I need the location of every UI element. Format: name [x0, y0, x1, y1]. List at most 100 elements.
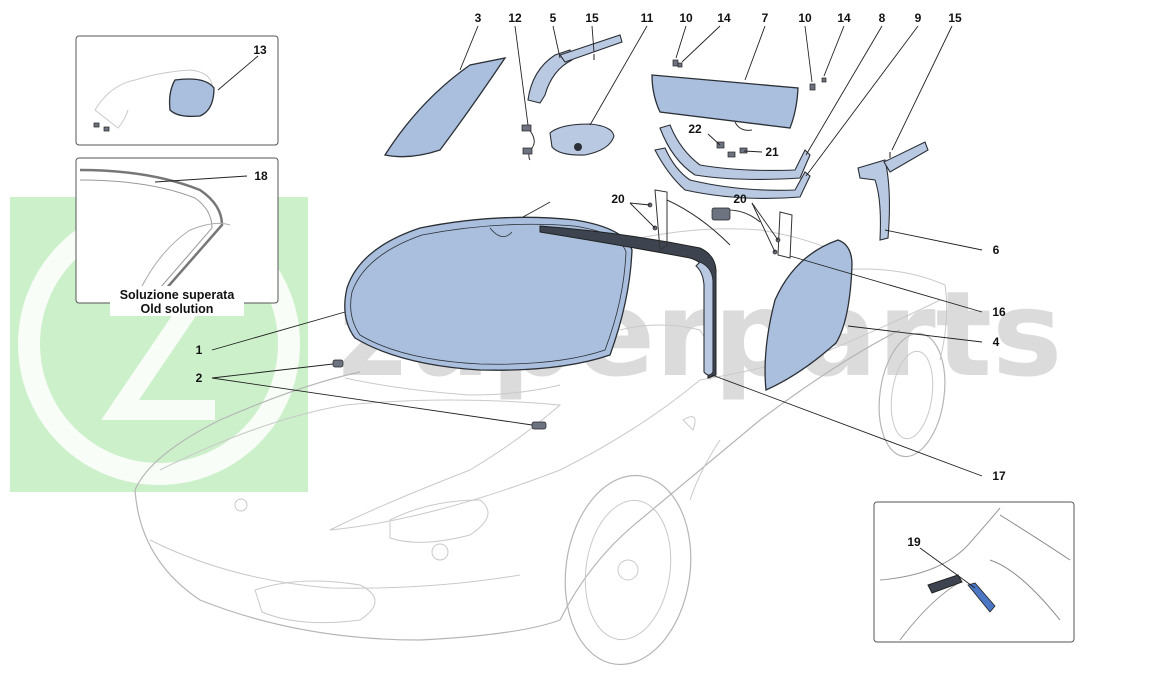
inset-old-solution: Soluzione superata Old solution: [75, 157, 279, 316]
harness-plug-top: [521, 124, 532, 132]
leader-9: [805, 25, 919, 177]
callout-12: 12: [508, 11, 522, 25]
inset-19-bracket: [927, 574, 963, 594]
callout-17: 17: [992, 469, 1006, 483]
a-pillar-seal: [539, 225, 717, 379]
car-cowl: [344, 377, 561, 396]
rear-screen-glass: [651, 74, 799, 129]
a-pillar-trim: [539, 225, 717, 379]
dash-sensors: [332, 359, 547, 430]
leader-20b-2: [751, 202, 776, 253]
inset-mirror-base: [94, 109, 129, 129]
pillar-trim-left: [527, 34, 623, 104]
leader-10a: [675, 25, 687, 59]
leader-7: [744, 25, 766, 81]
bolt-10-left: [672, 59, 679, 67]
inset-19-pillar-line: [899, 581, 961, 641]
regulator-left: [654, 189, 668, 251]
leader-15b: [891, 25, 953, 151]
inset-caption-english: Old solution: [141, 302, 214, 316]
leader-11: [589, 25, 648, 126]
bolt-10-right: [809, 83, 816, 91]
inset-19-frame: [873, 501, 1075, 643]
pillar-trim-right-piece: [857, 159, 890, 241]
windscreen-mirror-mount: [489, 227, 513, 237]
callout-2: 2: [196, 371, 203, 385]
callout-21: 21: [765, 145, 779, 159]
callout-1: 1: [196, 343, 203, 357]
car-door-seam: [689, 439, 721, 501]
leader-14a: [681, 25, 721, 63]
callout-10b: 10: [798, 11, 812, 25]
mirror-mount: [574, 143, 582, 151]
window-regulators: [522, 189, 793, 259]
inset-screw-2: [103, 126, 110, 132]
leader-4: [847, 325, 983, 343]
windscreen-border: [350, 223, 627, 365]
leader-21: [743, 150, 763, 153]
pillar-trim-right-rail: [883, 141, 929, 173]
inset-19-structure-2: [989, 559, 1061, 621]
leader-18: [154, 175, 248, 183]
mirror-harness: [521, 124, 535, 161]
leader-20a-1: [629, 202, 651, 206]
callout-14b: 14: [837, 11, 851, 25]
car-front-wheel: [564, 474, 692, 666]
inset-mirror-housing: [94, 69, 213, 111]
leader-1: [211, 311, 346, 351]
car-front-hub: [617, 559, 639, 581]
mirror-glass: [168, 78, 215, 118]
inset-caption-background: [110, 286, 244, 316]
callout-8: 8: [879, 11, 886, 25]
leader-22: [707, 133, 721, 146]
a-pillar-cover: [695, 261, 714, 376]
pillar-trim-right: [857, 141, 929, 241]
car-bumper-line: [149, 539, 521, 589]
pillar-trim-rail: [559, 34, 623, 63]
leader-20b-1: [751, 202, 779, 241]
callout-4: 4: [993, 335, 1000, 349]
car-foglight: [431, 543, 449, 561]
sensor-2: [531, 421, 547, 430]
car-hood-edge: [134, 371, 361, 491]
car-side-badge: [682, 416, 696, 431]
inset-caption-italian: Soluzione superata: [120, 288, 236, 302]
callout-5: 5: [550, 11, 557, 25]
leader-15a: [591, 25, 595, 53]
windscreen: [344, 216, 633, 371]
inset-old-seal: [79, 168, 224, 291]
fasteners-21-22: [716, 141, 748, 158]
inset-mirror: [75, 35, 279, 146]
fastener-22: [716, 141, 725, 149]
callout-11: 11: [641, 11, 654, 25]
car-hood-badge: [234, 498, 248, 512]
side-window-left: [383, 57, 507, 158]
leader-8: [805, 25, 883, 156]
car-rear-wheel: [878, 332, 946, 458]
leader-14b: [823, 25, 845, 77]
callout-14a: 14: [717, 11, 731, 25]
mirror-body: [549, 123, 615, 156]
inset-screw-1: [93, 122, 100, 128]
car-rear-rim: [890, 350, 934, 440]
inset-19-panel-line: [879, 507, 1001, 581]
inset-19-strip: [967, 582, 996, 613]
callout-10a: 10: [679, 11, 693, 25]
callout-22: 22: [688, 122, 702, 136]
leader-12: [514, 25, 529, 126]
callout-16: 16: [992, 305, 1006, 319]
callout-6: 6: [993, 243, 1000, 257]
harness-wire: [527, 127, 535, 161]
nut-14-left: [677, 62, 683, 68]
inset-old-seal-inner: [79, 179, 213, 289]
side-window-right: [764, 239, 853, 391]
leader-2a: [211, 363, 334, 379]
callout-numbers: 3 12 5 15 11 10 14 7 10 14 8 9 15 13 18 …: [196, 11, 1006, 549]
nut-14-right: [821, 77, 827, 83]
car-headlight: [389, 499, 489, 543]
sensor-1: [332, 359, 344, 368]
leader-17: [711, 374, 983, 477]
car-hood: [159, 399, 562, 531]
rear-screen-wire: [734, 121, 753, 131]
